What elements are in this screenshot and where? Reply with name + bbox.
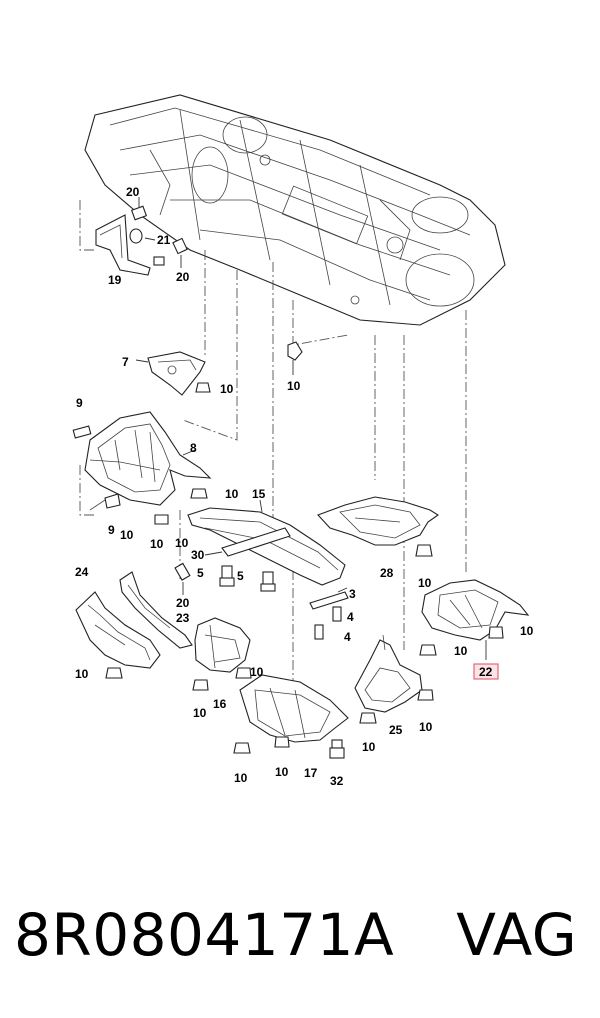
label-15: 15 — [252, 487, 266, 501]
label-4-b: 4 — [344, 630, 351, 644]
label-9-b: 9 — [108, 523, 115, 537]
label-19: 19 — [108, 273, 122, 287]
part-number: 8R0804171A — [14, 901, 395, 969]
label-10-8: 10 — [520, 624, 534, 638]
bracket-7 — [135, 351, 211, 396]
label-25: 25 — [389, 723, 403, 737]
label-20-a: 20 — [126, 185, 140, 199]
label-10-4: 10 — [120, 528, 134, 542]
parts-diagram: 20 21 20 19 7 10 10 9 8 10 15 9 10 10 10… — [72, 94, 534, 788]
label-28: 28 — [380, 566, 394, 580]
label-10-10: 10 — [250, 665, 264, 679]
label-7: 7 — [122, 355, 129, 369]
label-10-7: 10 — [418, 576, 432, 590]
grommet-32 — [329, 739, 345, 759]
label-23: 23 — [176, 611, 190, 625]
label-16: 16 — [213, 697, 227, 711]
label-22: 22 — [479, 665, 493, 679]
label-10-14: 10 — [362, 740, 376, 754]
label-5-a: 5 — [197, 566, 204, 580]
shield-25 — [354, 634, 434, 724]
label-10-3: 10 — [225, 487, 239, 501]
highlight-box-22 — [473, 663, 499, 680]
shield-16 — [192, 617, 252, 691]
label-21: 21 — [157, 233, 171, 247]
label-8: 8 — [190, 441, 197, 455]
label-4-a: 4 — [347, 610, 354, 624]
shield-22 — [419, 579, 530, 660]
shield-28 — [317, 496, 439, 557]
bracket-19 — [95, 197, 188, 276]
label-10-9: 10 — [454, 644, 468, 658]
shield-23 — [119, 571, 193, 649]
label-17: 17 — [304, 766, 318, 780]
label-32: 32 — [330, 774, 344, 788]
part-labels: 20 21 20 19 7 10 10 9 8 10 15 9 10 10 10… — [75, 185, 534, 788]
label-10-5: 10 — [150, 537, 164, 551]
label-10-6: 10 — [175, 536, 189, 550]
label-10-15: 10 — [234, 771, 248, 785]
shield-8 — [72, 411, 212, 525]
label-10-1: 10 — [220, 382, 234, 396]
label-24: 24 — [75, 565, 89, 579]
alignment-lines — [79, 200, 467, 690]
label-10-11: 10 — [75, 667, 89, 681]
label-10-12: 10 — [193, 706, 207, 720]
label-20-b: 20 — [176, 270, 190, 284]
shield-24 — [75, 591, 161, 679]
label-10-2: 10 — [287, 379, 301, 393]
label-10-16: 10 — [275, 765, 289, 779]
label-3: 3 — [349, 587, 356, 601]
label-9-a: 9 — [76, 396, 83, 410]
bolts-5-20 — [174, 562, 276, 595]
label-5-b: 5 — [237, 569, 244, 583]
shield-15 — [187, 499, 346, 586]
brand: VAG — [456, 901, 578, 969]
car-underbody — [84, 94, 506, 326]
clip-10-top — [287, 341, 303, 375]
shield-17 — [233, 674, 349, 754]
label-20-c: 20 — [176, 596, 190, 610]
caption: 8R0804171A VAG — [14, 895, 594, 975]
label-30: 30 — [191, 548, 205, 562]
label-10-13: 10 — [419, 720, 433, 734]
bracket-3 — [309, 587, 349, 640]
